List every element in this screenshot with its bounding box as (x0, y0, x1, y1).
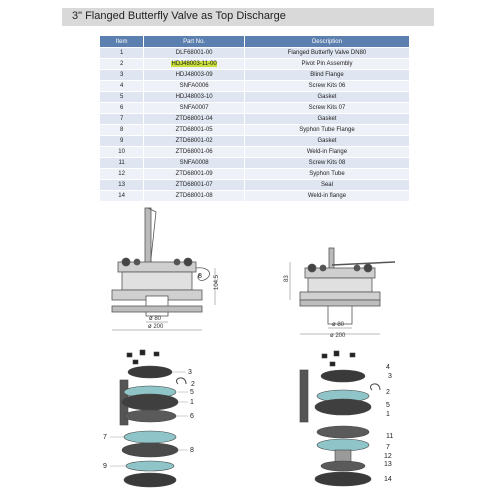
valve-body (307, 277, 373, 293)
bolt-head (353, 264, 361, 272)
screw-part (126, 352, 133, 358)
blind-flange-part (320, 369, 366, 383)
gasket-part (123, 430, 177, 444)
table-cell-desc: Syphon Tube (243, 168, 411, 180)
left-exploded-callout: 5 (190, 389, 194, 396)
screw-part (329, 361, 336, 367)
gasket-part (125, 460, 175, 472)
lever-handle (144, 207, 152, 269)
pivot-pin-part (176, 377, 187, 385)
screw-part (132, 359, 139, 365)
table-header-row: Item Part No. Description (98, 35, 411, 48)
right-dim-outer: ø 200 (330, 333, 346, 339)
right-exploded-callout: 14 (384, 476, 392, 483)
table-cell-item: 9 (98, 135, 145, 147)
bolt-head (173, 258, 181, 266)
right-exploded-callout: 13 (384, 461, 392, 468)
bolt-head (319, 264, 327, 272)
lever-arm (331, 261, 396, 266)
pivot-pin-part (370, 383, 381, 391)
screw-part (153, 351, 160, 357)
table-cell-item: 14 (98, 190, 145, 202)
right-exploded-callout: 11 (386, 433, 393, 440)
right-dim-inner: ø 80 (332, 322, 345, 328)
right-exploded-callout: 3 (388, 373, 392, 380)
header-item: Item (98, 35, 145, 48)
screw-part (321, 353, 328, 359)
blind-flange-part (127, 365, 173, 379)
left-exploded-callout: 9 (103, 463, 107, 470)
left-exploded-callout: 8 (190, 447, 194, 454)
left-exploded-callout: 1 (190, 399, 194, 406)
bolt-head (307, 263, 317, 273)
title-bar: 3" Flanged Butterfly Valve as Top Discha… (62, 8, 434, 26)
left-exploded-callout: 3 (188, 369, 192, 376)
lever-handle (328, 247, 335, 271)
table-cell-part: ZTD68001-02 (143, 135, 245, 147)
base-flange (111, 305, 203, 313)
screw-kit-part (316, 425, 370, 439)
right-exploded-view (299, 350, 381, 487)
header-description: Description (243, 35, 411, 48)
table-cell-part: HDJ48003-11-00 (143, 58, 245, 70)
bolt-head (133, 258, 141, 266)
left-dim-inner: ø 80 (149, 316, 162, 322)
right-exploded-callout: 1 (386, 411, 390, 418)
table-cell-item: 13 (98, 179, 145, 191)
left-exploded-view (110, 349, 188, 488)
valve-body-part (121, 393, 179, 411)
valve-body (121, 271, 193, 291)
valve-flange (299, 291, 381, 301)
valve-handle-part (299, 369, 309, 423)
left-dim-height: 104.5 (214, 274, 220, 290)
screw-part (139, 349, 146, 356)
bolt-head (363, 263, 373, 273)
header-part-no: Part No. (143, 35, 245, 48)
table-cell-part: ZTD68001-07 (143, 179, 245, 191)
left-exploded-callout: 2 (191, 381, 195, 388)
right-exploded-callout: 5 (386, 402, 390, 409)
highlighted-part-no: HDJ48003-11-00 (171, 61, 217, 67)
right-dim-height: 83 (284, 275, 290, 282)
right-exploded-callout: 2 (386, 389, 390, 396)
left-callout: 8 (198, 273, 202, 280)
table-cell-part: ZTD68001-08 (143, 190, 245, 202)
weld-flange-part (123, 472, 177, 488)
lever-arm (147, 207, 157, 269)
left-exploded-callout: 6 (190, 413, 194, 420)
base-flange (299, 299, 381, 307)
screw-part (349, 352, 356, 358)
bolt-head (121, 257, 131, 267)
side-hook (195, 267, 210, 281)
page-title: 3" Flanged Butterfly Valve as Top Discha… (72, 10, 286, 22)
gasket-part (316, 438, 370, 452)
right-exploded-callout: 12 (384, 453, 392, 460)
right-exploded-callout: 7 (386, 444, 390, 451)
right-exploded-callout: 4 (386, 364, 390, 371)
syphon-flange-part (121, 442, 179, 458)
left-orthographic-drawing (111, 207, 216, 331)
table-cell-part: SNFA0008 (143, 157, 245, 169)
screw-part (333, 350, 340, 357)
table-cell-desc: Weld-in flange (243, 190, 411, 202)
bolt-head (183, 257, 193, 267)
seal-part (320, 460, 366, 472)
valve-body-part (314, 398, 372, 416)
left-dim-outer: ø 200 (148, 324, 164, 330)
screw-kit-part (123, 409, 177, 423)
weld-flange-part (314, 471, 372, 487)
right-orthographic-drawing (289, 247, 396, 335)
left-exploded-callout: 7 (103, 434, 107, 441)
